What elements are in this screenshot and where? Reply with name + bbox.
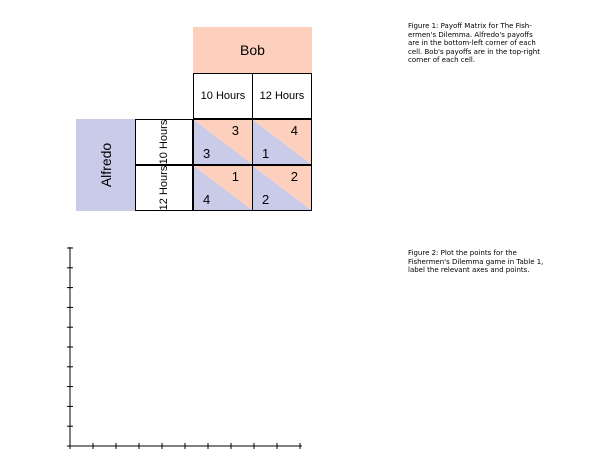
row-player-label: Alfredo [97, 142, 114, 188]
cell-split-shape [194, 120, 252, 164]
alfredo-payoff: 4 [203, 192, 211, 207]
bob-payoff: 3 [231, 123, 239, 138]
payoff-cell-12-10: 1 4 [193, 165, 253, 211]
caption-line: corner of each cell. [408, 56, 476, 65]
row-strategy-label: 12 Hours [158, 165, 170, 211]
alfredo-payoff: 1 [262, 146, 270, 161]
bob-payoff: 4 [290, 123, 298, 138]
payoff-cell-12-12: 2 2 [252, 165, 312, 211]
bob-payoff: 1 [231, 169, 239, 184]
row-strategy-10-hours: 10 Hours [135, 119, 193, 165]
alfredo-payoff: 2 [262, 192, 270, 207]
figure-1-caption: Figure 1: Payoff Matrix for The Fish- er… [408, 22, 540, 65]
caption-line: label the relevant axes and points. [408, 266, 530, 275]
column-player-header: Bob [193, 27, 312, 73]
caption-line: Figure 2: Plot the points for the [408, 249, 517, 257]
blank-plot-axes [67, 247, 302, 449]
caption-line: ermen's Dilemma. Alfredo's payoffs [408, 30, 533, 39]
payoff-cell-10-12: 4 1 [252, 119, 312, 165]
y-axis-ticks [67, 247, 73, 447]
x-axis-ticks [69, 443, 301, 449]
cell-split-shape [253, 166, 311, 210]
column-player-label: Bob [240, 42, 265, 58]
column-strategy-label: 10 Hours [200, 90, 246, 102]
cell-split-shape [253, 120, 311, 164]
figure-2-caption: Figure 2: Plot the points for the Fisher… [408, 249, 543, 275]
payoff-cell-10-10: 3 3 [193, 119, 253, 165]
column-strategy-label: 12 Hours [259, 90, 305, 102]
cell-split-shape [194, 166, 252, 210]
alfredo-payoff: 3 [203, 146, 211, 161]
row-player-header: Alfredo [76, 119, 135, 211]
bob-payoff: 2 [290, 169, 298, 184]
row-strategy-label: 10 Hours [158, 119, 170, 165]
caption-line: Fishermen's Dilemma game in Table 1, [408, 257, 544, 266]
row-strategy-12-hours: 12 Hours [135, 165, 193, 211]
column-strategy-10-hours: 10 Hours [193, 73, 253, 119]
caption-line: are in the bottom-left corner of each [408, 39, 536, 48]
column-strategy-12-hours: 12 Hours [252, 73, 312, 119]
caption-line: cell. Bob's payoffs are in the top-right [408, 47, 540, 56]
caption-line: Figure 1: Payoff Matrix for The Fish- [408, 22, 532, 30]
